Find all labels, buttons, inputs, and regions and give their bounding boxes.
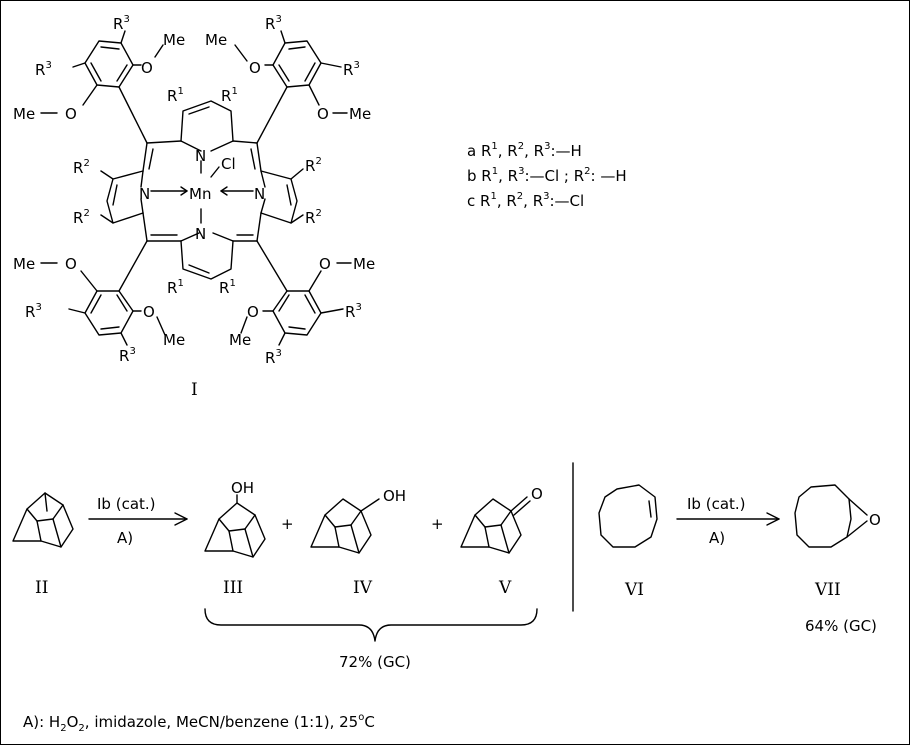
oxygen-top-left-a: O (141, 59, 153, 77)
aryl-bottom-right-bonds (240, 240, 352, 346)
cyclooctene-vi (598, 484, 658, 548)
r3-label-top-left-b: R3 (35, 60, 52, 79)
r3-label-top-right-b: R3 (343, 60, 360, 79)
yield-label-2: 64% (GC) (805, 617, 877, 635)
oxygen-top-right-b: O (317, 105, 329, 123)
nitrogen-bottom: N (195, 225, 206, 243)
aryl-bottom-left-bonds (40, 240, 166, 346)
porphyrin-core-bonds (106, 100, 298, 280)
oxygen-top-left-b: O (65, 105, 77, 123)
oxygen-bottom-left-a: O (65, 255, 77, 273)
methyl-bottom-left-a: Me (13, 255, 35, 273)
ketone-oxygen-v: O (531, 485, 543, 503)
nitrogen-right: N (254, 185, 265, 203)
r3-label-bottom-left-b: R3 (119, 346, 136, 365)
conditions-footnote: A): H2O2, imidazole, MeCN/benzene (1:1),… (23, 712, 375, 734)
aryl-top-right-bonds (234, 30, 342, 144)
nitrogen-top: N (195, 147, 206, 165)
methyl-top-left-b: Me (13, 105, 35, 123)
substituent-key-a: a R1, R2, R3:—H (467, 141, 582, 160)
reagent-label-1: Ib (cat.) (97, 495, 156, 513)
adamantanol-iii (204, 494, 266, 558)
r3-label-bottom-left-a: R3 (25, 302, 42, 321)
oxygen-bottom-right-a: O (319, 255, 331, 273)
substituent-key-b: b R1, R3:—Cl ; R2: —H (467, 166, 627, 185)
r2-label-left-top: R2 (73, 158, 90, 177)
r3-label-top-left-a: R3 (113, 14, 130, 33)
adamantanol-iv (310, 498, 380, 554)
r1-label-bottom-left: R1 (167, 278, 184, 297)
r3-label-bottom-right-a: R3 (345, 302, 362, 321)
plus-sign-1: + (281, 515, 294, 533)
r1-label-top-left: R1 (167, 86, 184, 105)
methyl-bottom-right-b: Me (229, 331, 251, 349)
compound-label-vii: VII (814, 580, 841, 600)
compound-label-i: I (191, 380, 198, 400)
oxygen-bottom-right-b: O (247, 303, 259, 321)
adamantanone-v (460, 496, 531, 554)
r2-label-right-top: R2 (305, 156, 322, 175)
yield-label-1: 72% (GC) (339, 653, 411, 671)
plus-sign-2: + (431, 515, 444, 533)
reagent-label-2: Ib (cat.) (687, 495, 746, 513)
epoxide-oxygen-vii: O (869, 511, 881, 529)
hydroxyl-iv: OH (383, 487, 406, 505)
chloride-ligand: Cl (221, 155, 236, 173)
oxygen-bottom-left-b: O (143, 303, 155, 321)
r1-label-top-right: R1 (221, 86, 238, 105)
methyl-top-right-b: Me (349, 105, 371, 123)
oxygen-top-right-a: O (249, 59, 261, 77)
substituent-key-c: c R1, R2, R3:—Cl (467, 191, 584, 210)
adamantane-ii (12, 492, 74, 548)
r2-label-right-bottom: R2 (305, 208, 322, 227)
methyl-top-left-a: Me (163, 31, 185, 49)
compound-label-iv: IV (353, 578, 373, 598)
compound-label-vi: VI (624, 580, 644, 600)
r2-label-left-bottom: R2 (73, 208, 90, 227)
cyclooctene-oxide-vii (794, 484, 868, 548)
aryl-top-left-bonds (40, 30, 164, 144)
condition-label-2: A) (709, 529, 725, 547)
product-grouping-brace (204, 608, 538, 642)
manganese-center: Mn (189, 185, 211, 203)
hydroxyl-iii: OH (231, 479, 254, 497)
compound-label-v: V (498, 578, 512, 598)
r3-label-bottom-right-b: R3 (265, 348, 282, 367)
r1-label-bottom-right: R1 (219, 278, 236, 297)
nitrogen-left: N (139, 185, 150, 203)
methyl-top-right-a: Me (205, 31, 227, 49)
methyl-bottom-right-a: Me (353, 255, 375, 273)
condition-label-1: A) (117, 529, 133, 547)
compound-label-ii: II (35, 578, 48, 598)
compound-label-iii: III (223, 578, 243, 598)
r3-label-top-right-a: R3 (265, 14, 282, 33)
methyl-bottom-left-b: Me (163, 331, 185, 349)
